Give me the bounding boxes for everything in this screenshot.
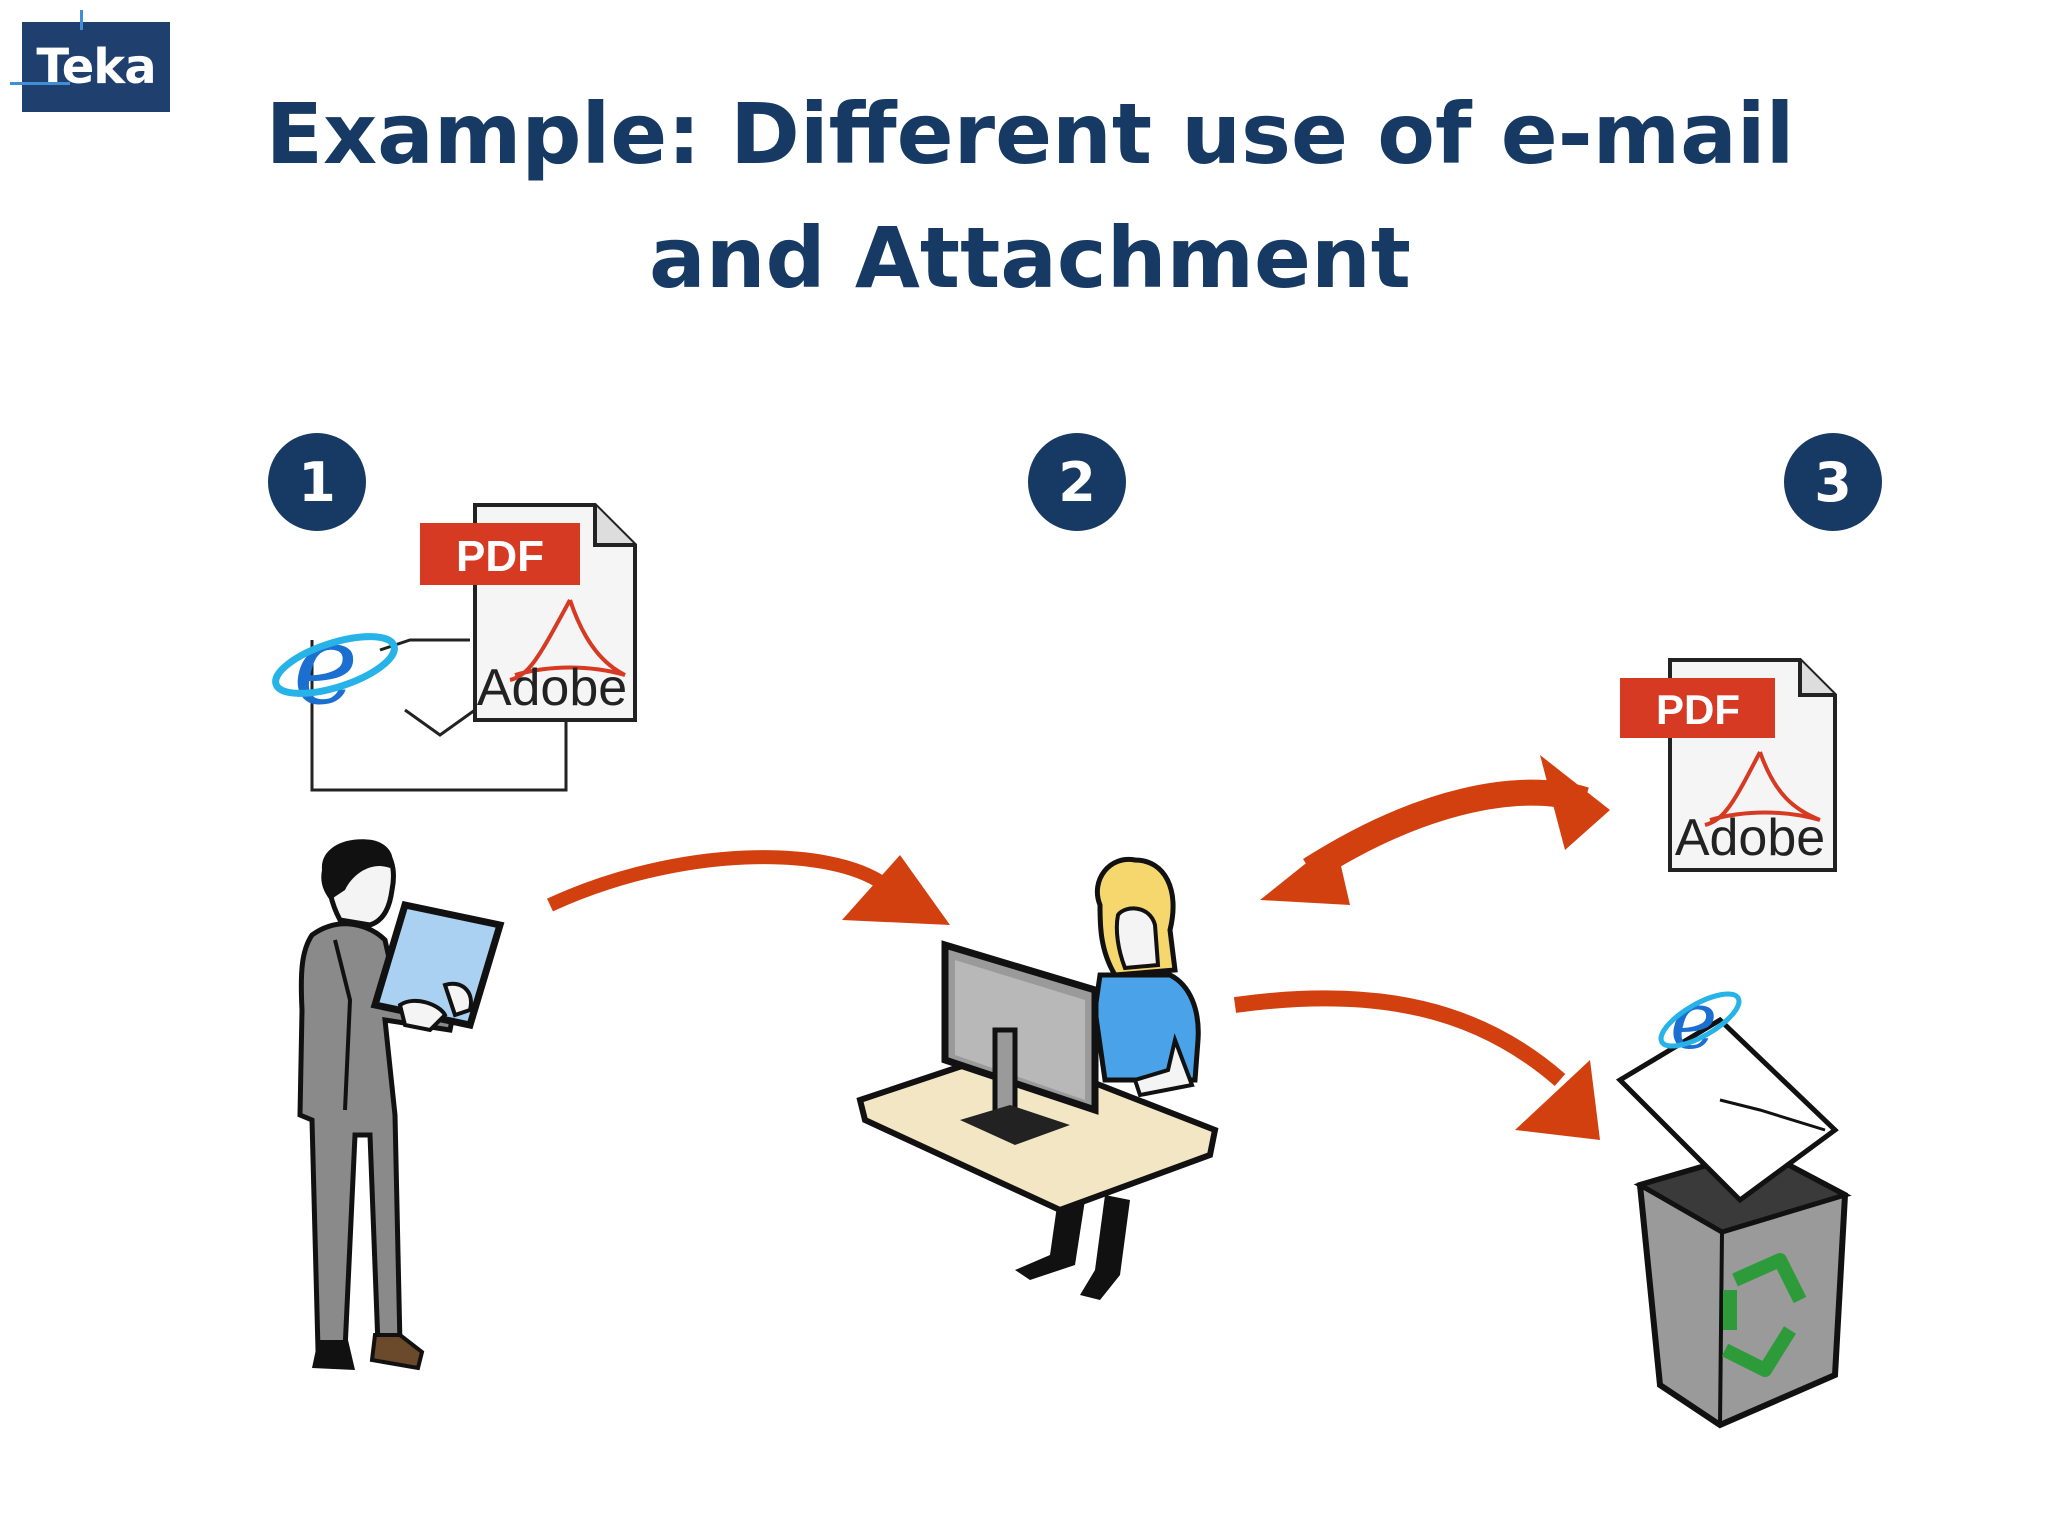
logo-accent-tick (80, 10, 83, 30)
adobe-label: Adobe (477, 659, 627, 717)
internet-explorer-icon: e (272, 601, 398, 729)
arrow-step1-to-step2 (547, 850, 950, 925)
arrow-step2-to-pdf-bidirectional (1260, 755, 1610, 905)
pdf-document-icon-step3: PDF Adobe (1620, 658, 1837, 872)
svg-text:e: e (1670, 974, 1717, 1067)
teka-logo: Teka (22, 22, 170, 112)
woman-at-computer-icon (856, 856, 1219, 1300)
adobe-label-step3: Adobe (1675, 809, 1825, 867)
step-badge-1: 1 (268, 433, 366, 531)
slide-title: Example: Different use of e-mail and Att… (265, 85, 1795, 307)
step-badge-2: 2 (1028, 433, 1126, 531)
step-badge-3: 3 (1784, 433, 1882, 531)
arrow-step2-to-trash (1233, 990, 1600, 1140)
pdf-document-icon: PDF Adobe (420, 503, 637, 722)
pdf-label-step3: PDF (1656, 686, 1740, 733)
logo-accent-line (10, 82, 70, 85)
businessman-with-tablet-icon (297, 839, 505, 1371)
email-envelope-icon-step3 (1615, 1016, 1839, 1204)
email-envelope-icon (310, 638, 568, 792)
logo-text: Teka (36, 39, 156, 95)
internet-explorer-icon-step3: e (1658, 974, 1742, 1067)
svg-text:e: e (293, 601, 358, 729)
pdf-label: PDF (456, 532, 544, 581)
